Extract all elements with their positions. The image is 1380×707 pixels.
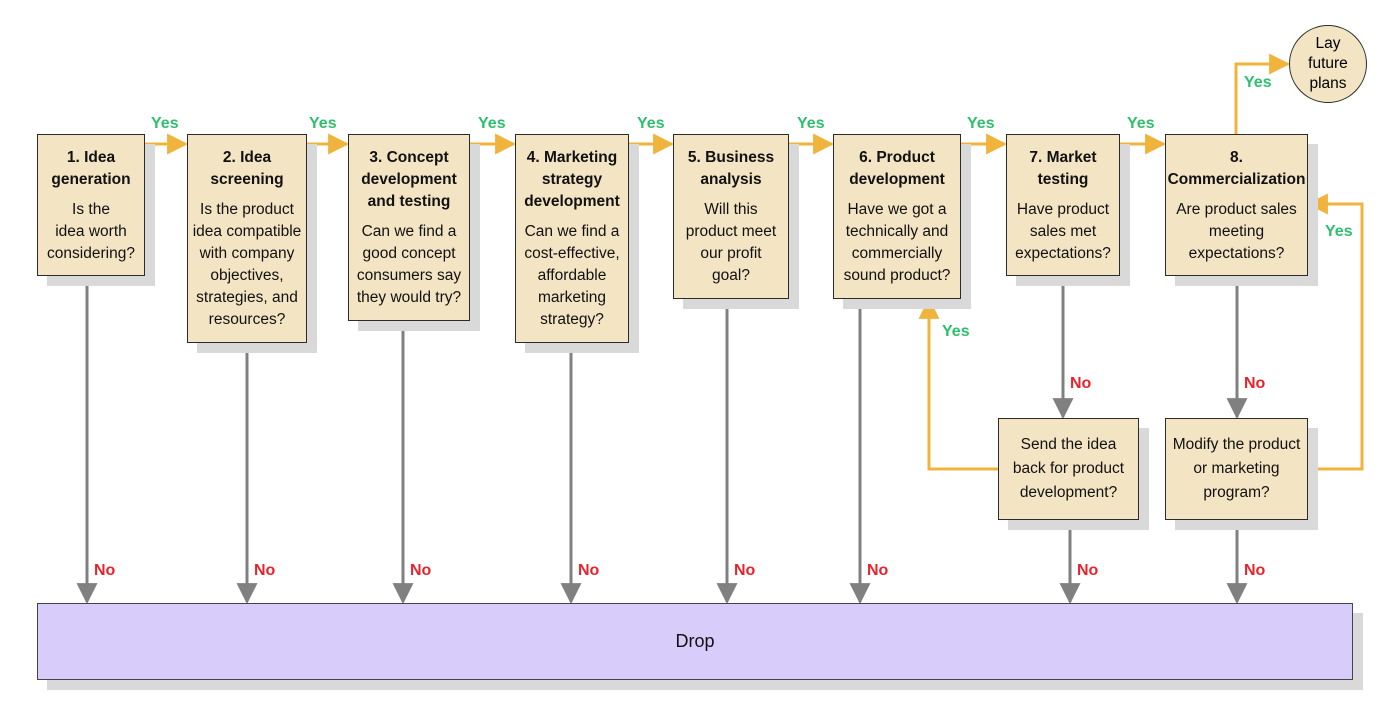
stage-box-7: 7. Market testing Have product sales met… (1006, 134, 1120, 276)
no-label-stage-2: No (254, 562, 276, 579)
yes-label-future-plans: Yes (1244, 74, 1272, 91)
stage-title: 4. Marketing strategy development (524, 149, 620, 210)
no-label-stage-3: No (410, 562, 432, 579)
stage-box-2: 2. Idea screening Is the product idea co… (187, 134, 307, 343)
yes-label-modify: Yes (1325, 223, 1353, 240)
stage-question: Can we find a good concept consumers say… (356, 223, 462, 306)
modify-product-box: Modify the product or marketing program? (1165, 418, 1308, 520)
stage-box-6: 6. Product development Have we got a tec… (833, 134, 961, 299)
drop-label: Drop (675, 631, 715, 651)
stage-question: Have product sales met expectations? (1015, 201, 1111, 262)
stage-question: Is the product idea compatible with comp… (192, 201, 302, 328)
stage-question: Will this product meet our profit goal? (685, 201, 777, 284)
stage-box-3: 3. Concept development and testing Can w… (348, 134, 470, 321)
stage-question: Can we find a cost-effective, affordable… (524, 223, 620, 328)
lay-future-plans-node: Lay future plans (1289, 25, 1367, 103)
yes-label-4-5: Yes (637, 115, 665, 132)
yes-label-send-back: Yes (942, 323, 970, 340)
drop-bar: Drop (37, 603, 1353, 680)
stage-title: 8. Commercialization (1167, 149, 1306, 188)
stage-box-8: 8. Commercialization Are product sales m… (1165, 134, 1308, 276)
stage-title: 1. Idea generation (51, 149, 131, 188)
no-label-stage-8: No (1244, 375, 1266, 392)
no-label-modify: No (1244, 562, 1266, 579)
send-idea-back-box: Send the idea back for product developme… (998, 418, 1139, 520)
stage-title: 5. Business analysis (687, 149, 775, 188)
yes-arrow-send-back (918, 297, 998, 471)
stage-box-5: 5. Business analysis Will this product m… (673, 134, 789, 299)
stage-title: 3. Concept development and testing (361, 149, 457, 210)
no-label-stage-6: No (867, 562, 889, 579)
yes-label-7-8: Yes (1127, 115, 1155, 132)
stage-box-4: 4. Marketing strategy development Can we… (515, 134, 629, 343)
yes-label-6-7: Yes (967, 115, 995, 132)
yes-label-3-4: Yes (478, 115, 506, 132)
stage-question: Have we got a technically and commercial… (843, 201, 951, 284)
yes-label-2-3: Yes (309, 115, 337, 132)
no-label-stage-1: No (94, 562, 116, 579)
stage-title: 6. Product development (849, 149, 945, 188)
no-label-stage-5: No (734, 562, 756, 579)
send-idea-back-text: Send the idea back for product developme… (1012, 436, 1125, 501)
stage-question: Are product sales meeting expectations? (1176, 201, 1297, 262)
no-label-send-back: No (1077, 562, 1099, 579)
no-label-stage-7: No (1070, 375, 1092, 392)
yes-arrow-modify (1306, 193, 1364, 471)
stage-title: 7. Market testing (1029, 149, 1097, 188)
stage-box-1: 1. Idea generation Is the idea worth con… (37, 134, 145, 276)
stage-title: 2. Idea screening (210, 149, 284, 188)
no-label-stage-4: No (578, 562, 600, 579)
stage-question: Is the idea worth considering? (47, 201, 135, 262)
lay-future-plans-text: Lay future plans (1308, 35, 1348, 92)
modify-product-text: Modify the product or marketing program? (1172, 436, 1301, 501)
yes-label-1-2: Yes (151, 115, 179, 132)
yes-label-5-6: Yes (797, 115, 825, 132)
yes-arrow-future-plans (1234, 53, 1291, 134)
